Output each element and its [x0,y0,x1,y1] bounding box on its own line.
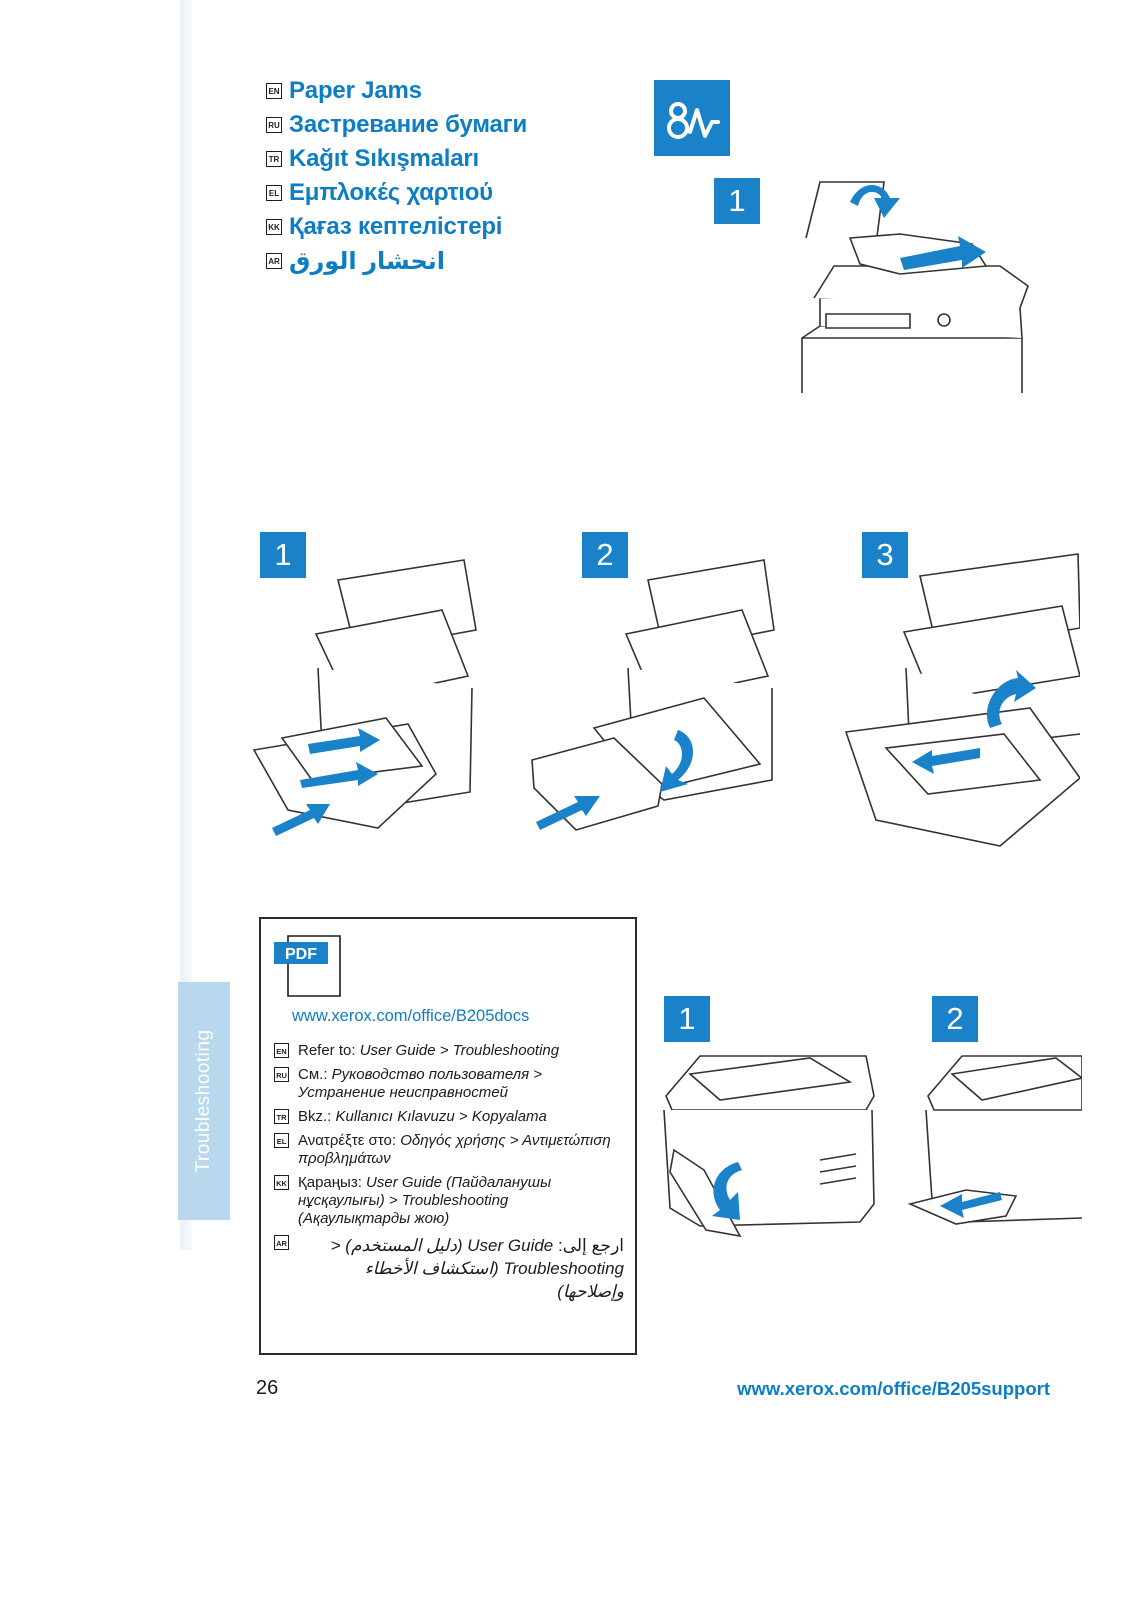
adf-jam-illustration [801,181,1029,393]
lang-badge-kk: KK [274,1175,289,1190]
rear-step-2-badge: 2 [932,996,978,1042]
reference-list: EN Refer to: User Guide > Troubleshootin… [274,1042,624,1309]
toner-remove-illustration [531,559,775,831]
tray-pull-illustration [252,559,477,836]
page-title-el: Εμπλοκές χαρτιού [289,179,493,206]
page-title-ar: انحشار الورق [289,247,446,275]
reference-path: User Guide (Пайдаланушы нұсқаулығы) > Tr… [298,1174,552,1227]
pdf-document-icon: PDF [274,932,342,998]
reference-lead: См.: [298,1066,332,1083]
page-title-ru: Застревание бумаги [289,111,528,138]
reference-lead: ارجع إلى: [553,1236,624,1255]
tray-step-1-badge: 1 [260,532,306,578]
reference-lead: Ανατρέξτε στο: [298,1132,401,1149]
pdf-reference-box [259,917,637,1355]
reference-lead: Refer to: [298,1042,360,1059]
lang-badge-en: EN [274,1043,289,1058]
lang-badge-en: EN [266,83,282,99]
page-title-kk: Қағаз кептелістері [289,213,503,240]
reference-path: Руководство пользователя > Устранение не… [298,1066,543,1101]
reference-item-ar: AR ارجع إلى: User Guide (دليل المستخدم) … [274,1234,624,1303]
rear-step-1-badge: 1 [664,996,710,1042]
docs-link[interactable]: www.xerox.com/office/B205docs [292,1007,530,1025]
support-link[interactable]: www.xerox.com/office/B205support [737,1378,1050,1399]
lang-badge-tr: TR [274,1109,289,1124]
reference-path: User Guide (دليل المستخدم) < Troubleshoo… [330,1236,624,1301]
reference-path: User Guide > Troubleshooting [359,1042,560,1059]
binding-spine [180,0,192,1250]
lang-badge-ru: RU [266,117,282,133]
tray-step-3-badge: 3 [862,532,908,578]
adf-step-1-badge: 1 [714,178,760,224]
lang-badge-el: EL [266,185,282,201]
reference-item-tr: TR Bkz.: Kullanıcı Kılavuzu > Kopyalama [274,1108,624,1126]
paper-jam-icon [654,80,730,156]
lang-badge-kk: KK [266,219,282,235]
reference-path: Οδηγός χρήσης > Αντιμετώπιση προβλημάτων [298,1132,611,1167]
pdf-icon-label: PDF [285,946,317,963]
lang-badge-ar: AR [274,1235,289,1250]
reference-item-ru: RU См.: Руководство пользователя > Устра… [274,1066,624,1102]
title-row-kk: KK Қағаз кептелістері [266,210,527,244]
lang-badge-ru: RU [274,1067,289,1082]
lang-badge-el: EL [274,1133,289,1148]
title-row-ru: RU Застревание бумаги [266,108,527,142]
page-title-tr: Kağıt Sıkışmaları [289,145,480,172]
title-row-ar: AR انحشار الورق [266,244,527,278]
reference-lead: Қараңыз: [298,1174,367,1191]
front-door-jam-illustration [844,553,1080,847]
page-number: 26 [256,1377,279,1399]
reference-item-kk: KK Қараңыз: User Guide (Пайдаланушы нұсқ… [274,1174,624,1228]
reference-item-en: EN Refer to: User Guide > Troubleshootin… [274,1042,624,1060]
page-title-en: Paper Jams [289,77,422,104]
side-tab-label: Troubleshooting [193,1029,214,1173]
title-row-tr: TR Kağıt Sıkışmaları [266,142,527,176]
page-title-group: EN Paper Jams RU Застревание бумаги TR K… [266,74,527,278]
title-row-el: EL Εμπλοκές χαρτιού [266,176,527,210]
title-row-en: EN Paper Jams [266,74,527,108]
section-side-tab: Troubleshooting [178,982,230,1220]
tray-step-2-badge: 2 [582,532,628,578]
reference-path: Kullanıcı Kılavuzu > Kopyalama [335,1108,547,1125]
reference-lead: Bkz.: [298,1108,336,1125]
lang-badge-ar: AR [266,253,282,269]
rear-door-open-illustration [663,1055,875,1238]
rear-jam-remove-illustration [907,1055,1082,1225]
reference-item-el: EL Ανατρέξτε στο: Οδηγός χρήσης > Αντιμε… [274,1132,624,1168]
lang-badge-tr: TR [266,151,282,167]
